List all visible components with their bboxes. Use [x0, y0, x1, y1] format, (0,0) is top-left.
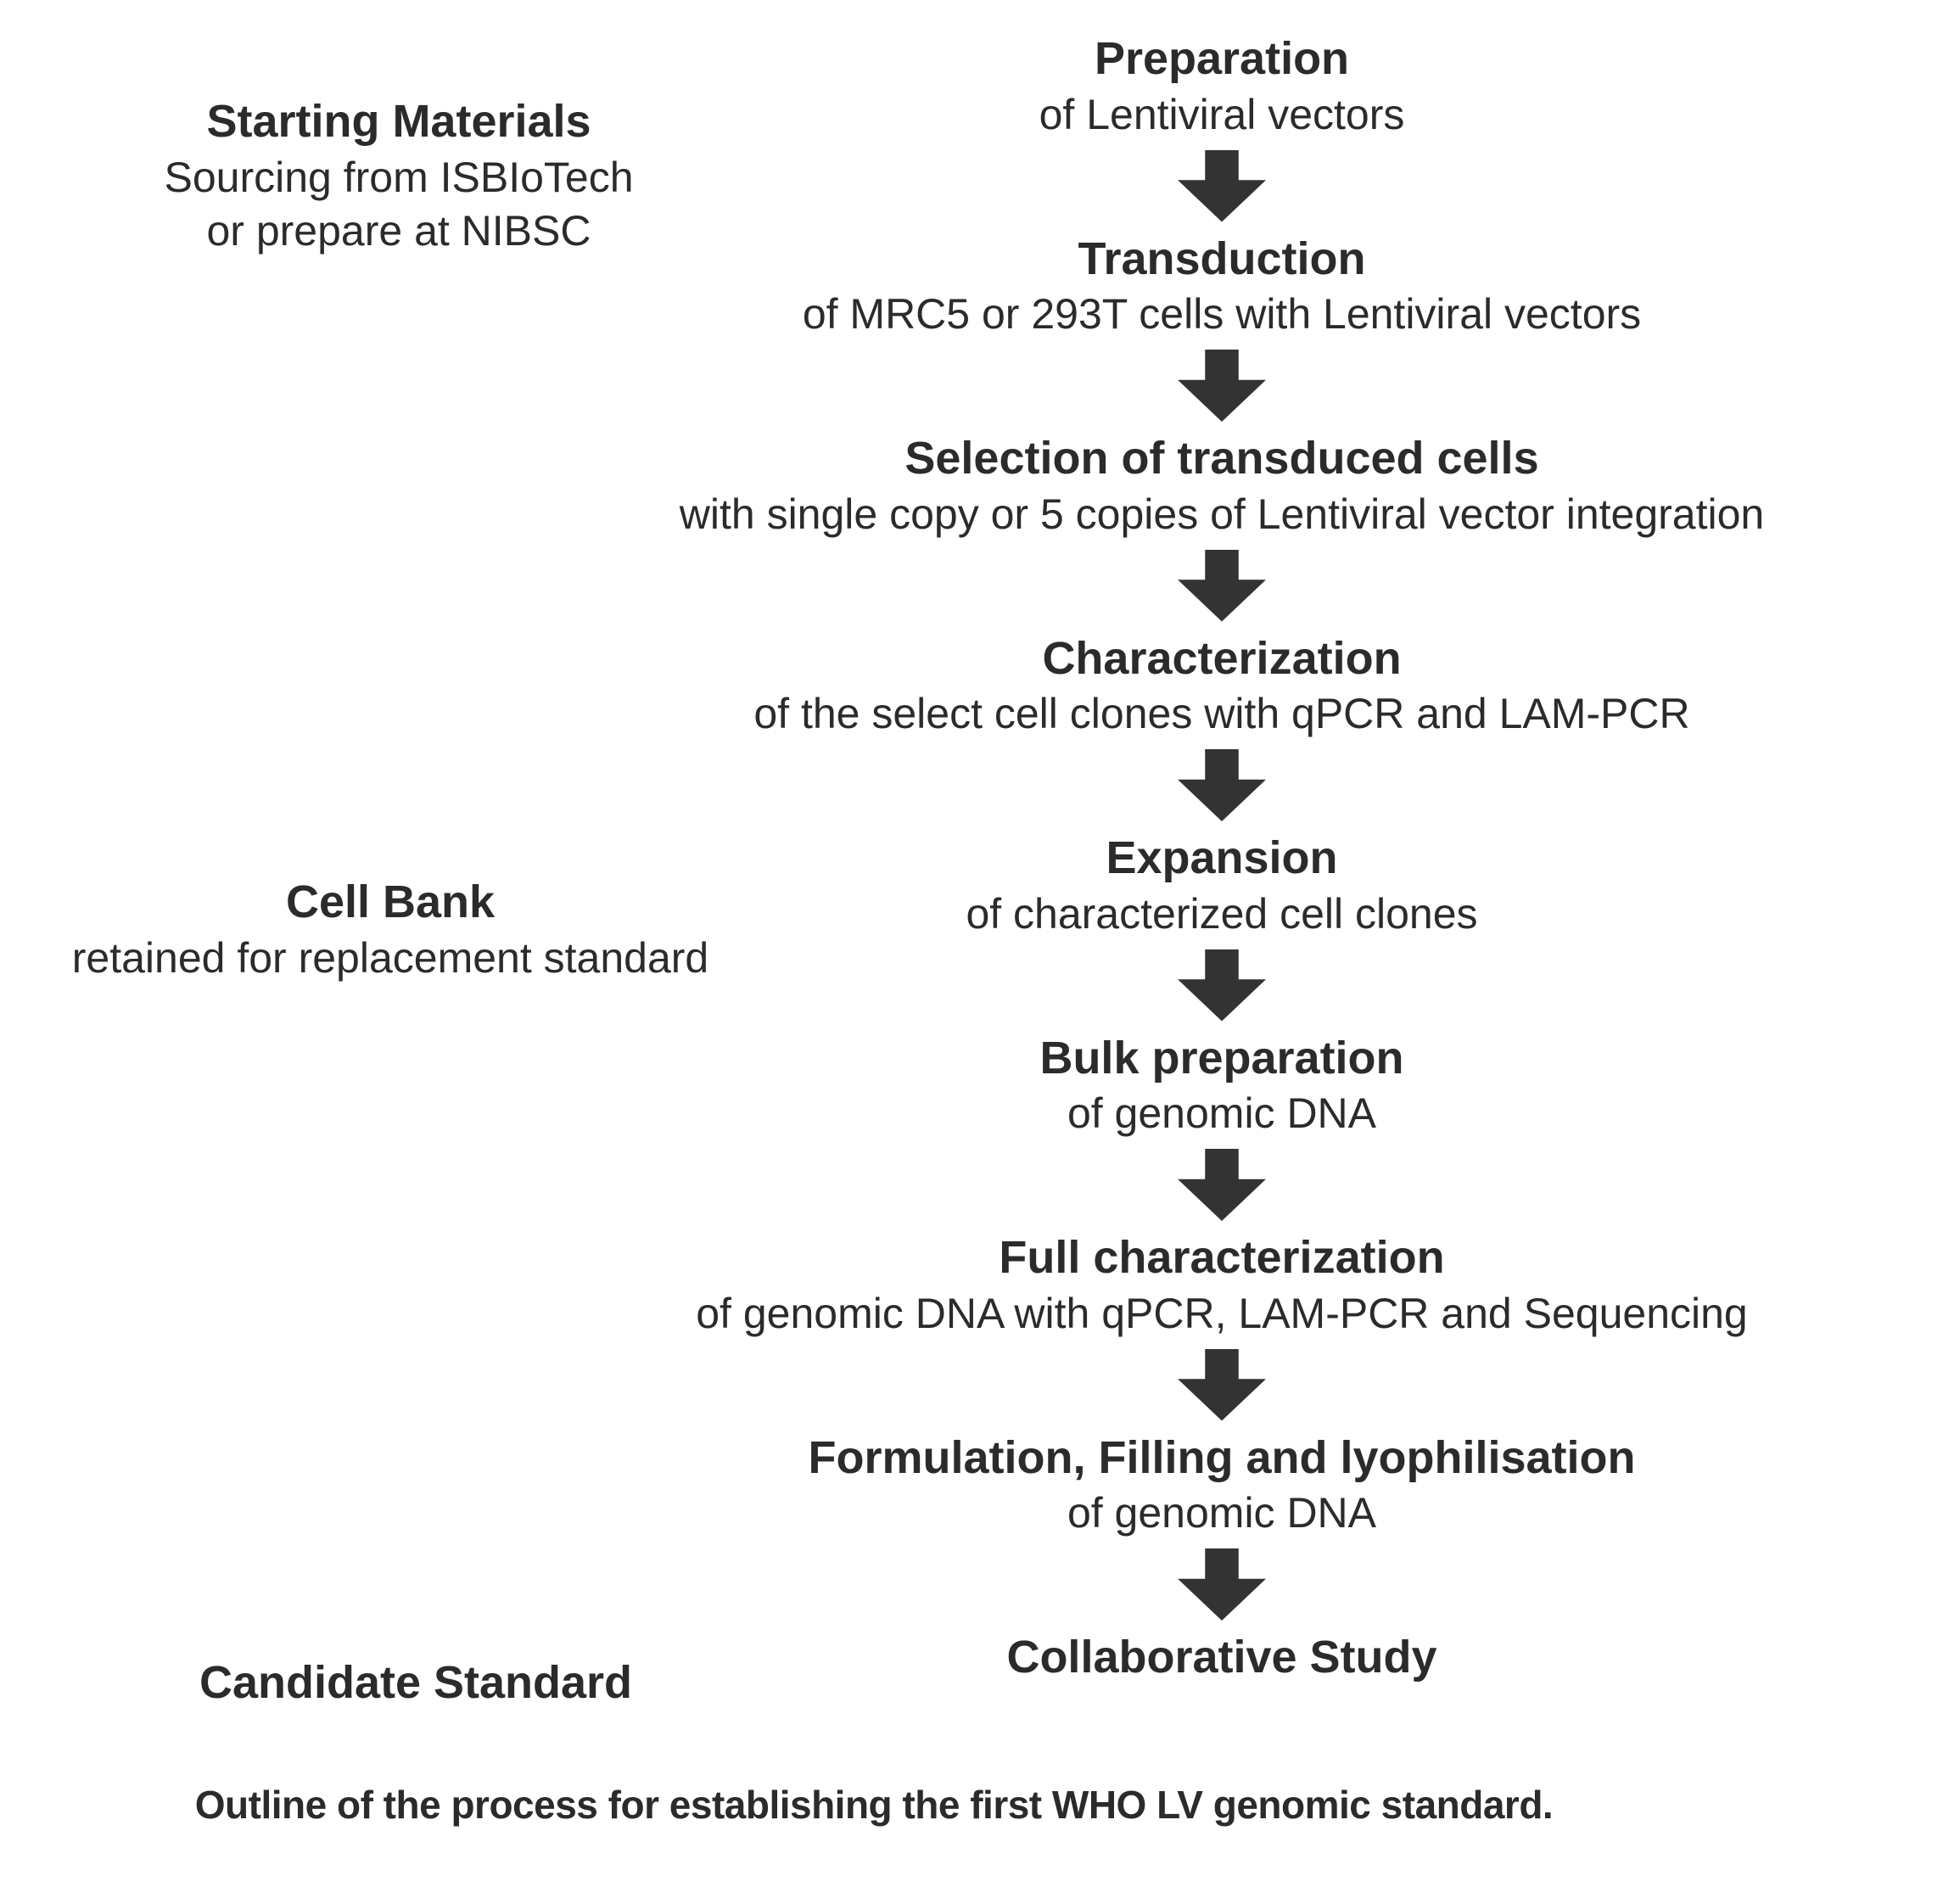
flow-step-transduction: Transduction of MRC5 or 293T cells with …: [803, 231, 1641, 342]
side-label-title: Starting Materials: [206, 96, 591, 147]
down-arrow-icon: [1178, 350, 1266, 422]
side-label-line: retained for replacement standard: [71, 933, 709, 982]
side-label-starting-materials: Starting Materials Sourcing from ISBIoTe…: [93, 93, 704, 258]
side-label-title: Candidate Standard: [199, 1657, 633, 1708]
flow-step-expansion: Expansion of characterized cell clones: [966, 830, 1477, 941]
step-subtitle: of genomic DNA: [1067, 1489, 1377, 1537]
step-subtitle: with single copy or 5 copies of Lentivir…: [679, 490, 1765, 538]
down-arrow-icon: [1178, 1548, 1266, 1621]
flow-step-bulk-preparation: Bulk preparation of genomic DNA: [1039, 1030, 1403, 1141]
step-title: Selection of transduced cells: [904, 433, 1539, 484]
step-title: Preparation: [1094, 33, 1350, 84]
step-subtitle: of characterized cell clones: [966, 889, 1478, 938]
side-label-cell-bank: Cell Bank retained for replacement stand…: [8, 874, 772, 985]
step-title: Full characterization: [999, 1232, 1445, 1283]
step-subtitle: of MRC5 or 293T cells with Lentiviral ve…: [802, 290, 1642, 338]
step-subtitle: of Lentiviral vectors: [1039, 90, 1405, 138]
down-arrow-icon: [1178, 749, 1266, 821]
down-arrow-icon: [1178, 949, 1266, 1022]
flow-step-characterization: Characterization of the select cell clon…: [753, 630, 1689, 742]
side-label-line: Sourcing from ISBIoTech: [164, 153, 634, 201]
flow-step-formulation: Formulation, Filling and lyophilisation …: [809, 1430, 1636, 1541]
down-arrow-icon: [1178, 1348, 1266, 1421]
step-subtitle: of genomic DNA with qPCR, LAM-PCR and Se…: [696, 1289, 1748, 1337]
step-subtitle: of the select cell clones with qPCR and …: [753, 690, 1690, 737]
down-arrow-icon: [1178, 549, 1266, 622]
flow-step-preparation: Preparation of Lentiviral vectors: [1039, 31, 1405, 142]
step-title: Collaborative Study: [1006, 1632, 1437, 1683]
flow-step-selection: Selection of transduced cells with singl…: [680, 430, 1764, 541]
figure-caption: Outline of the process for establishing …: [194, 1783, 1554, 1827]
step-title: Bulk preparation: [1039, 1032, 1404, 1083]
step-title: Characterization: [1042, 632, 1402, 684]
side-label-line: or prepare at NIBSC: [206, 206, 591, 255]
down-arrow-icon: [1178, 1149, 1266, 1221]
side-label-candidate-standard: Candidate Standard: [144, 1655, 687, 1712]
flow-step-full-characterization: Full characterization of genomic DNA wit…: [696, 1229, 1747, 1341]
step-subtitle: of genomic DNA: [1067, 1089, 1377, 1137]
side-label-title: Cell Bank: [285, 876, 496, 927]
process-flow: Preparation of Lentiviral vectors Transd…: [475, 31, 1960, 1687]
step-title: Transduction: [1078, 232, 1366, 284]
step-title: Expansion: [1106, 832, 1338, 883]
flow-step-collaborative-study: Collaborative Study: [1006, 1629, 1436, 1687]
down-arrow-icon: [1178, 149, 1266, 222]
step-title: Formulation, Filling and lyophilisation: [808, 1431, 1636, 1483]
